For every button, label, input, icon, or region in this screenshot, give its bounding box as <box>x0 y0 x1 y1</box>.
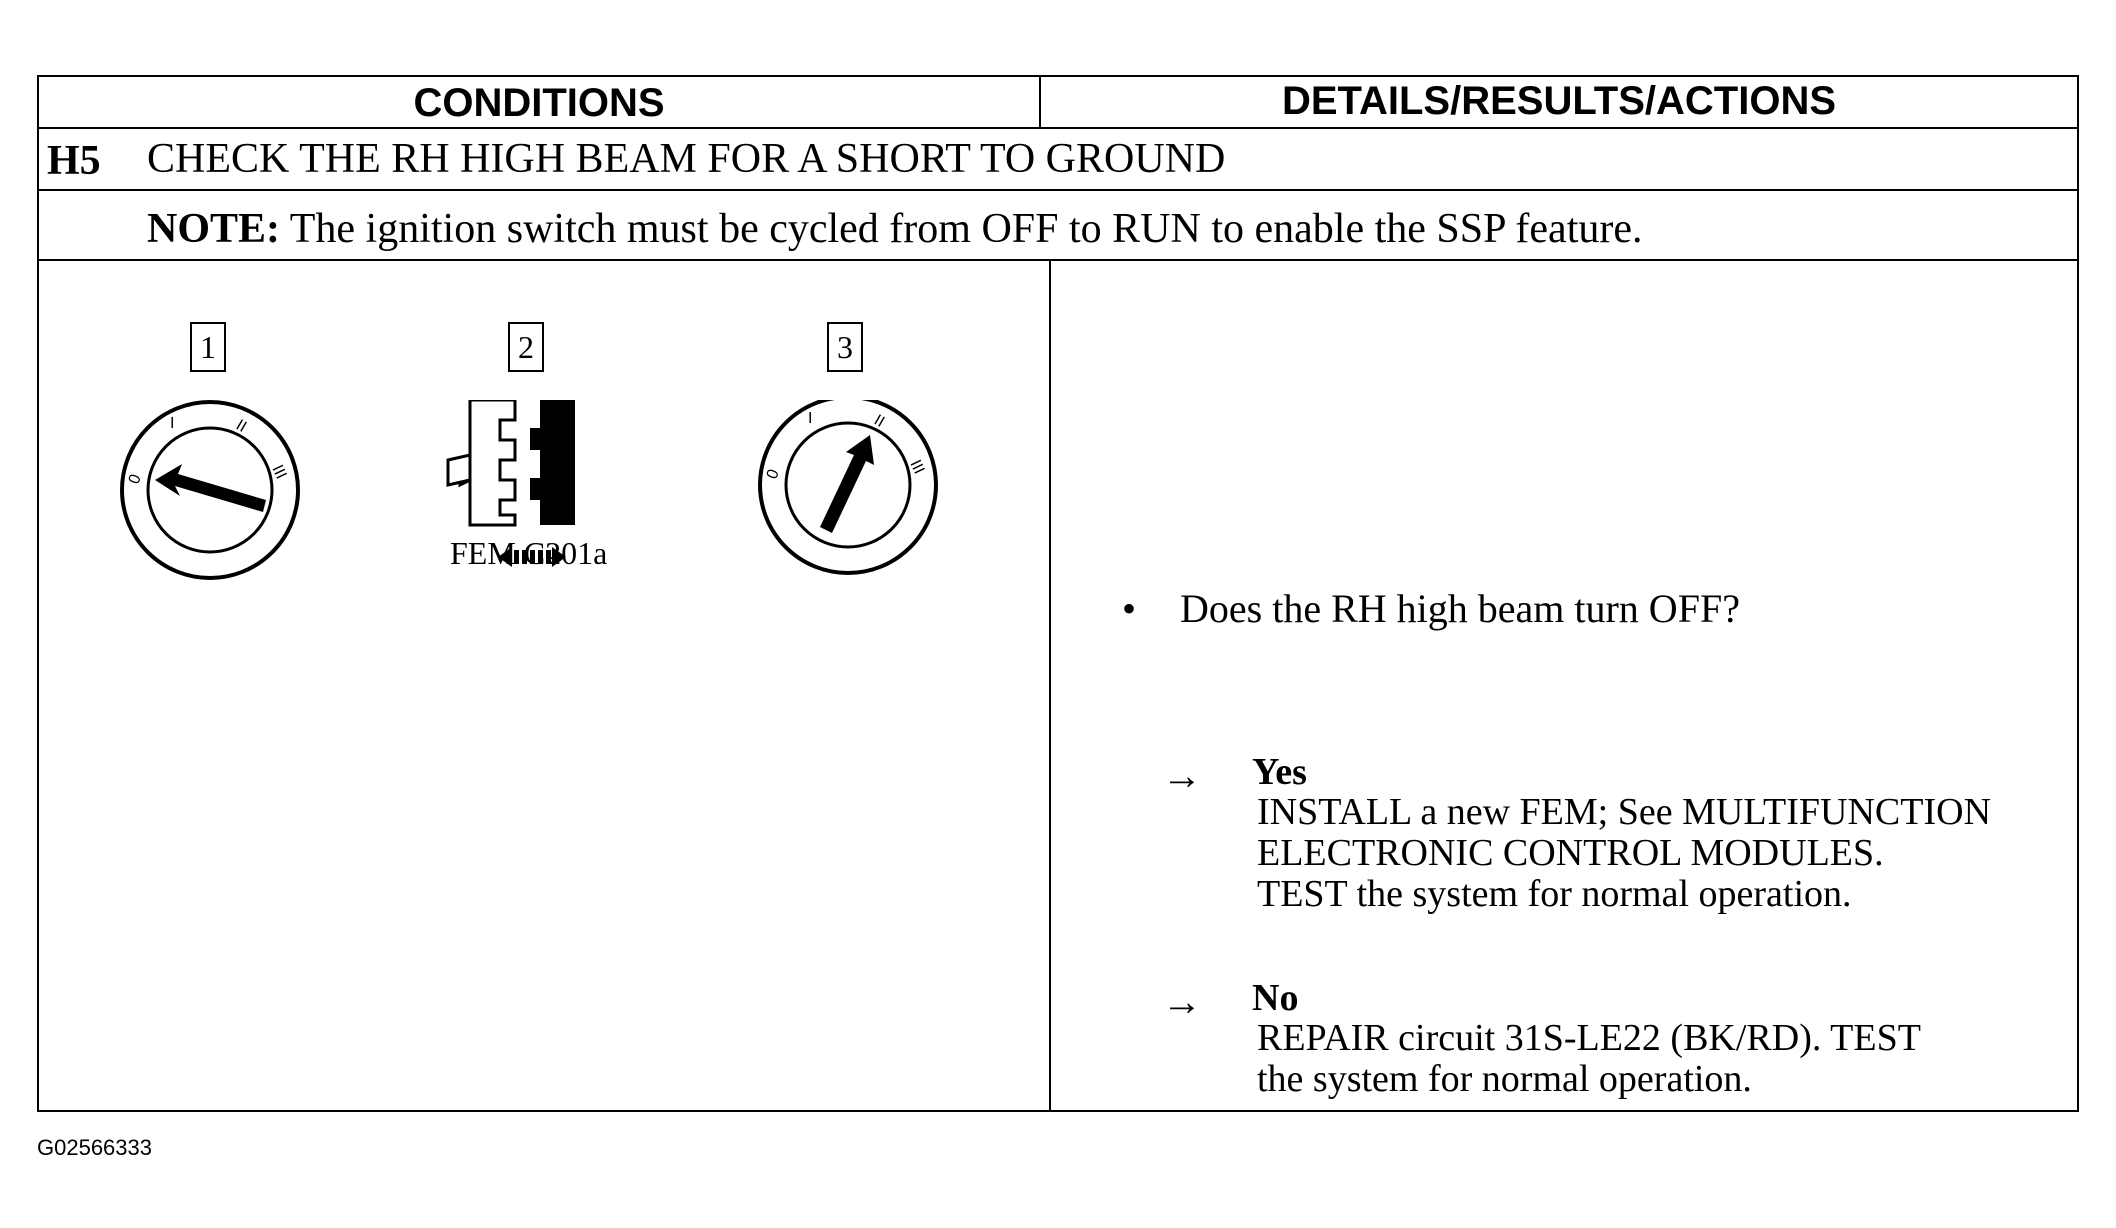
step-title: CHECK THE RH HIGH BEAM FOR A SHORT TO GR… <box>147 136 1226 182</box>
note-label: NOTE: <box>147 206 281 252</box>
note-row: NOTE: The ignition switch must be cycled… <box>39 191 2077 261</box>
no-label: No <box>1252 977 1299 1019</box>
step-number-3: 3 <box>827 322 863 372</box>
figure-id: G02566333 <box>37 1135 152 1160</box>
table-header: CONDITIONS DETAILS/RESULTS/ACTIONS <box>39 77 2077 129</box>
no-arrow-icon: → <box>1162 979 1202 1024</box>
no-action: REPAIR circuit 31S-LE22 (BK/RD). TEST th… <box>1257 1017 1921 1100</box>
note-text: The ignition switch must be cycled from … <box>280 206 1643 252</box>
step-number-1: 1 <box>190 322 226 372</box>
yes-arrow-icon: → <box>1162 753 1202 798</box>
ignition-switch-run-icon: 0 I II III <box>758 400 938 575</box>
procedure-figure: 0 I II III 0 I II III <box>120 400 938 580</box>
question-bullet: • <box>1122 586 1137 631</box>
step-row: H5 CHECK THE RH HIGH BEAM FOR A SHORT TO… <box>39 129 2077 191</box>
yes-label: Yes <box>1252 751 1307 793</box>
column-divider <box>1049 261 1051 1110</box>
ignition-mark-start: III <box>268 463 289 482</box>
ignition-mark-start-3: III <box>906 458 927 477</box>
connector-disconnect-icon <box>446 400 575 567</box>
question-text: Does the RH high beam turn OFF? <box>1180 586 1740 631</box>
ignition-switch-off-icon: 0 I II III <box>120 400 300 580</box>
details-header: DETAILS/RESULTS/ACTIONS <box>1039 77 2077 127</box>
ignition-mark-acc-3: I <box>808 410 812 427</box>
connector-label: FEM C201a <box>450 535 608 571</box>
ignition-mark-acc: I <box>170 415 174 432</box>
conditions-header: CONDITIONS <box>413 81 665 125</box>
step-number-2: 2 <box>508 322 544 372</box>
step-id: H5 <box>47 138 101 184</box>
yes-action: INSTALL a new FEM; See MULTIFUNCTION ELE… <box>1257 791 1992 915</box>
diagnostic-table: CONDITIONS DETAILS/RESULTS/ACTIONS H5 CH… <box>37 75 2079 1112</box>
